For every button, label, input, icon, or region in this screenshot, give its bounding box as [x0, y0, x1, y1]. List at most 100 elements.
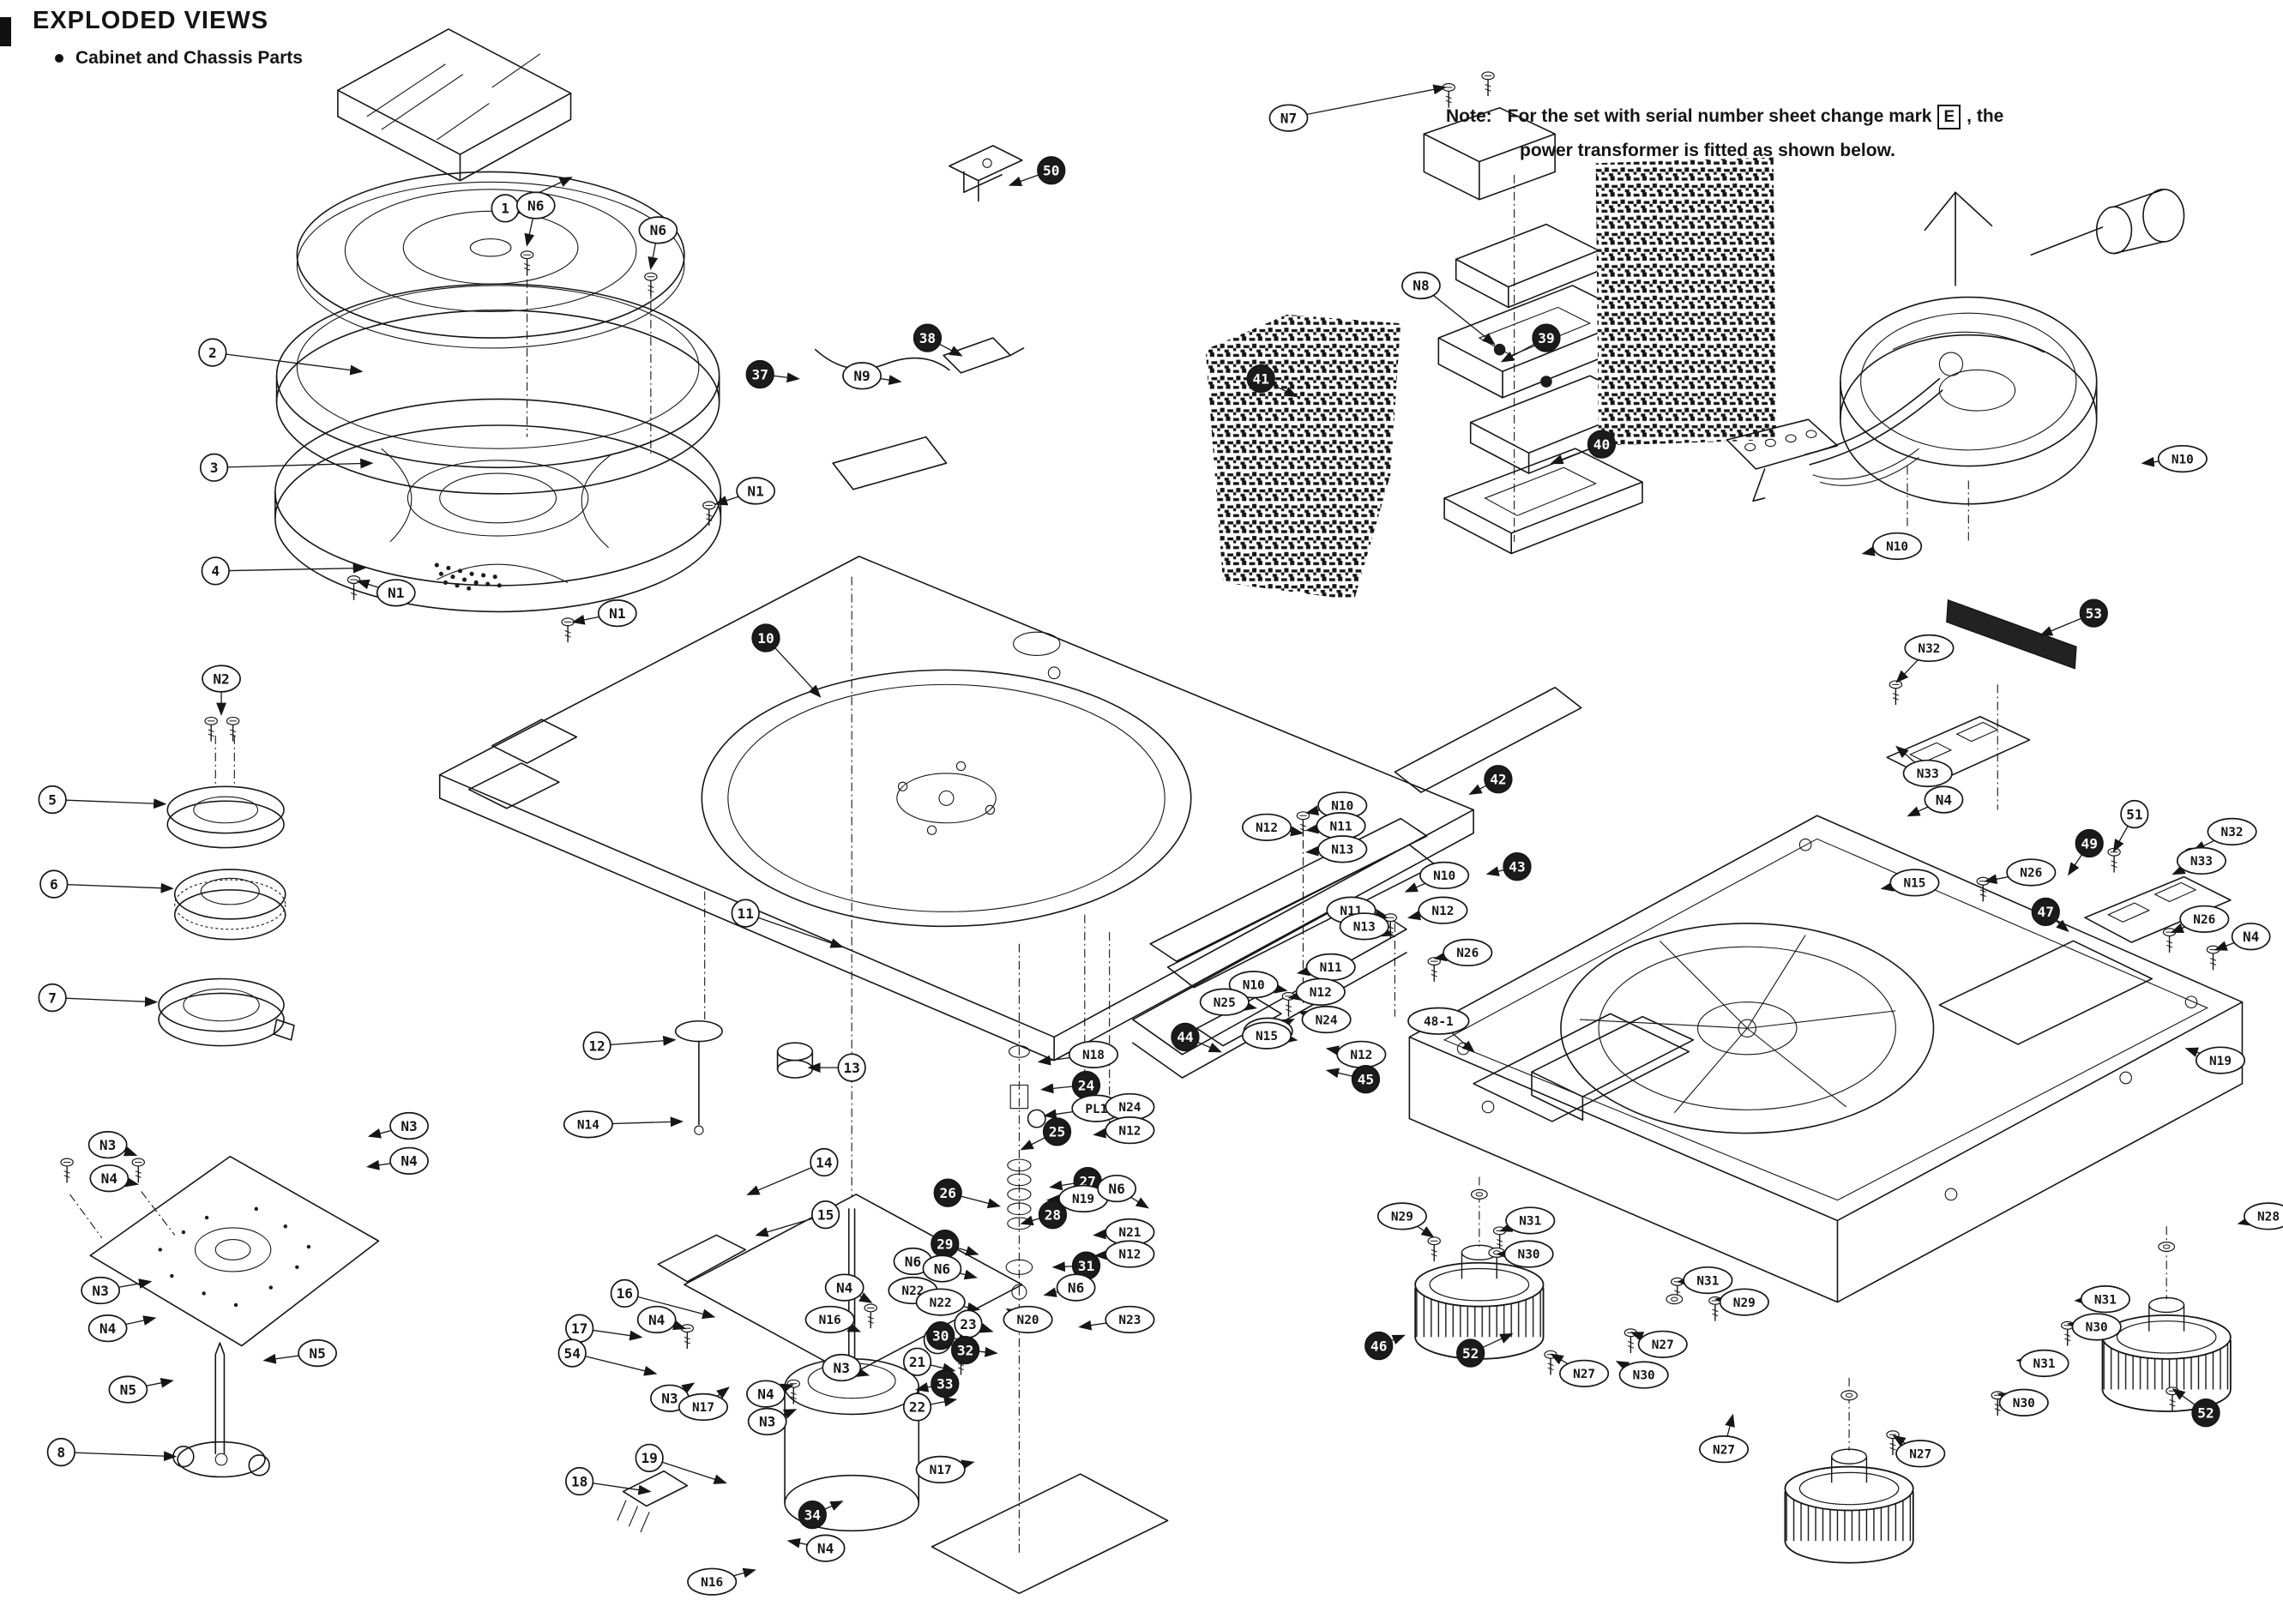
callout-leader-lines — [52, 84, 2268, 1582]
callout-bubble — [2178, 848, 2226, 875]
section-marker-bar — [0, 17, 11, 46]
callout-label: 31 — [1078, 1258, 1094, 1274]
callout-bubble — [1302, 1007, 1350, 1033]
callout-label: 45 — [1358, 1072, 1374, 1088]
part-callout-28: 28 — [1039, 1201, 1067, 1229]
insulator-foot — [1783, 1447, 1915, 1565]
projection-lines — [527, 262, 1395, 1555]
callout-bubble — [201, 454, 228, 481]
callout-bubble — [807, 1535, 845, 1561]
part-callout-23: 23 — [955, 1310, 982, 1338]
dust-cover — [338, 29, 571, 181]
callout-bubble — [81, 1278, 119, 1304]
callout-bubble — [39, 786, 66, 814]
callout-label: N24 — [1118, 1101, 1141, 1115]
callout-label: N16 — [701, 1576, 723, 1590]
callout-label: N27 — [1573, 1368, 1595, 1381]
callout-label: N21 — [1118, 1226, 1141, 1240]
callout-bubble — [2159, 446, 2207, 472]
part-callout-N12: N12 — [1337, 1042, 1385, 1068]
platter-mat — [297, 171, 684, 348]
part-callout-N32: N32 — [1905, 635, 1953, 662]
callout-label: N12 — [1310, 986, 1332, 1000]
callout-label: N19 — [2209, 1055, 2232, 1068]
callout-bubble — [1457, 1339, 1485, 1367]
callout-bubble — [390, 1148, 428, 1175]
part-callout-N30: N30 — [2000, 1390, 2048, 1416]
part-callout-N4: N4 — [747, 1380, 785, 1407]
page-title: EXPLODED VIEWS — [33, 7, 269, 34]
callout-label: 15 — [817, 1206, 834, 1223]
callout-label: N14 — [577, 1119, 599, 1133]
callout-label: 50 — [1043, 163, 1059, 179]
callout-bubble — [2081, 1286, 2129, 1313]
part-callout-N29: N29 — [1378, 1203, 1426, 1230]
part-callout-N31: N31 — [1506, 1207, 1554, 1234]
callout-label: 17 — [571, 1320, 587, 1337]
callout-label: N26 — [2020, 867, 2042, 881]
callout-label: N22 — [901, 1284, 924, 1298]
part-callout-N30: N30 — [1504, 1241, 1552, 1267]
part-callout-N12: N12 — [1243, 815, 1291, 841]
part-callout-18: 18 — [566, 1468, 593, 1495]
callout-label: N20 — [1017, 1314, 1039, 1327]
callout-bubble — [636, 1445, 663, 1472]
callout-bubble — [917, 1289, 965, 1315]
part-callout-45: 45 — [1352, 1066, 1380, 1093]
part-callout-33: 33 — [931, 1370, 959, 1398]
part-callout-16: 16 — [611, 1280, 639, 1308]
callout-label: 30 — [932, 1327, 949, 1344]
part-callout-N10: N10 — [2159, 446, 2207, 472]
callout-bubble — [1247, 365, 1274, 393]
callout-label: 47 — [2038, 904, 2054, 920]
part-callout-N6: N6 — [923, 1255, 961, 1282]
callout-label: 39 — [1538, 330, 1554, 346]
callout-bubble — [40, 870, 68, 898]
part-callout-N27: N27 — [1560, 1361, 1608, 1387]
callout-bubble — [927, 1322, 955, 1350]
callout-bubble — [752, 624, 780, 652]
callout-label: 41 — [1253, 370, 1269, 387]
callout-bubble — [1003, 1307, 1051, 1333]
note-line2: power transformer is fitted as shown bel… — [1520, 141, 1895, 160]
callout-label: N31 — [2094, 1293, 2117, 1307]
part-callout-31: 31 — [1073, 1252, 1100, 1279]
callout-bubble — [1639, 1332, 1687, 1358]
part-callout-48-1: 48-1 — [1408, 1007, 1469, 1034]
part-callout-10: 10 — [752, 624, 780, 652]
part-callout-44: 44 — [1172, 1024, 1199, 1051]
callout-bubble — [812, 1201, 840, 1229]
callout-bubble — [1039, 1201, 1067, 1229]
part-callout-N23: N23 — [1105, 1307, 1154, 1333]
part-callout-N27: N27 — [1896, 1441, 1944, 1467]
callout-label: N30 — [1633, 1369, 1655, 1383]
callout-label: N4 — [2243, 929, 2259, 945]
callout-label: N19 — [1072, 1193, 1094, 1206]
part-callout-41: 41 — [1247, 365, 1274, 393]
callout-label: N4 — [817, 1540, 834, 1556]
callout-label: N3 — [92, 1283, 108, 1299]
callout-bubble — [1044, 1118, 1071, 1146]
leader-line — [1288, 84, 1447, 118]
leader-line — [61, 1451, 178, 1462]
callout-bubble — [1243, 1022, 1291, 1049]
callout-label: N10 — [1331, 800, 1353, 814]
callout-label: N1 — [747, 483, 763, 499]
note-line1-pre: For the set with serial number sheet cha… — [1507, 106, 1932, 126]
part-callout-N14: N14 — [564, 1111, 612, 1138]
part-callout-49: 49 — [2075, 830, 2103, 857]
callout-bubble — [1503, 853, 1531, 881]
callout-label: N25 — [1214, 996, 1236, 1010]
part-callout-N17: N17 — [679, 1394, 727, 1421]
callout-label: 52 — [2197, 1405, 2214, 1422]
callout-label: N31 — [2033, 1357, 2056, 1371]
part-callout-N1: N1 — [737, 478, 774, 504]
callout-bubble — [2196, 1047, 2244, 1074]
part-callout-N1: N1 — [599, 600, 636, 627]
callout-bubble — [1419, 897, 1467, 923]
base-cabinet — [1409, 815, 2242, 1302]
callout-label: N7 — [1280, 110, 1297, 126]
part-callouts: 150234N1N1N1N2567N3N4N3N4N3N4N5N58N6N6N7… — [39, 105, 2283, 1595]
callout-bubble — [1890, 869, 1938, 896]
